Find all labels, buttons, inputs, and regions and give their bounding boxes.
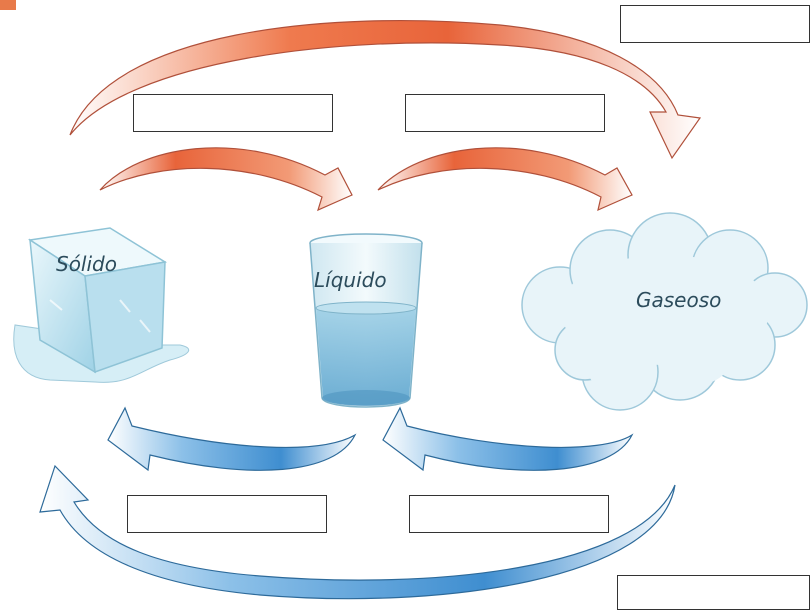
answer-box-top-right[interactable] xyxy=(620,5,810,43)
condensation-arrow xyxy=(382,406,634,472)
deposition-arrow xyxy=(39,464,676,600)
liquid-label: Líquido xyxy=(314,268,387,292)
ice-cube-illustration xyxy=(13,227,190,383)
vaporization-arrow xyxy=(377,147,633,212)
answer-box-solidification[interactable] xyxy=(127,495,327,533)
corner-mark xyxy=(0,0,16,10)
answer-box-bottom-right[interactable] xyxy=(617,575,810,610)
answer-box-melting[interactable] xyxy=(133,94,333,132)
answer-box-condensation[interactable] xyxy=(409,495,609,533)
solid-label: Sólido xyxy=(56,252,117,276)
answer-box-vaporization[interactable] xyxy=(405,94,605,132)
solidification-arrow xyxy=(107,406,357,472)
glass-illustration xyxy=(309,233,423,408)
sublimation-arrow xyxy=(69,20,702,160)
cloud-illustration xyxy=(521,212,808,411)
gas-label: Gaseoso xyxy=(636,288,722,312)
melting-arrow xyxy=(99,147,353,212)
